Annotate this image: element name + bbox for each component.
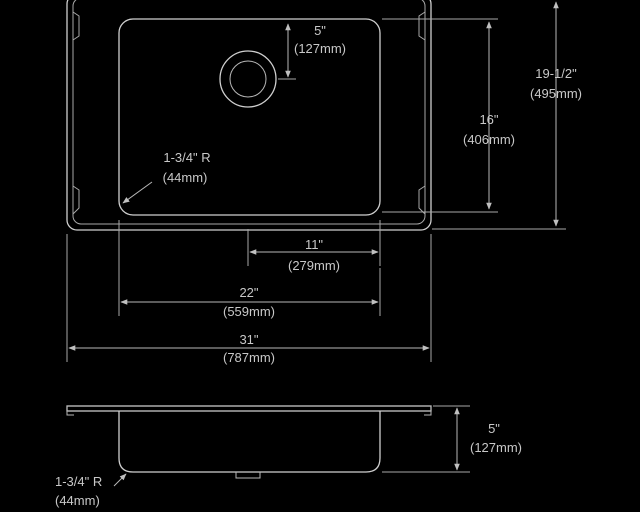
sink-rim-inner-edge [72, 0, 426, 225]
corner-radius-metric: (44mm) [163, 170, 208, 185]
rim-corner-detail-left [72, 185, 80, 215]
drain-center-imperial: 11" [305, 237, 323, 252]
flange-lip-right [424, 406, 432, 416]
drain-outer [219, 50, 277, 108]
drain-offset-metric: (127mm) [294, 41, 346, 56]
drain-offset-imperial: 5" [314, 23, 326, 38]
overall-depth-metric: (495mm) [530, 86, 582, 101]
overall-depth-imperial: 19-1/2" [535, 66, 577, 81]
drain-inner [229, 60, 267, 98]
side-corner-radius-leader [113, 473, 127, 487]
sink-bowl [118, 18, 381, 216]
rim-corner-detail-left-top [72, 11, 80, 41]
bowl-width-metric: (559mm) [223, 304, 275, 319]
flange-lip-left [66, 406, 74, 416]
overall-width-metric: (787mm) [223, 350, 275, 365]
drain [219, 50, 277, 108]
sink-outer-rim [66, 0, 432, 231]
sink-bowl-profile [118, 411, 381, 473]
drain-center-metric: (279mm) [288, 258, 340, 273]
corner-radius-imperial: 1-3/4" R [163, 150, 210, 165]
bowl-depth-metric: (406mm) [463, 132, 515, 147]
overall-width-imperial: 31" [239, 332, 258, 347]
rim-corner-detail-right [418, 185, 426, 215]
top-view: 5" (127mm) 16" (406mm) 19-1/2" (495mm) 1… [66, 0, 582, 365]
drain-stub [235, 472, 261, 479]
side-depth-metric: (127mm) [470, 440, 522, 455]
side-view: 5" (127mm) 1-3/4" R (44mm) [55, 405, 522, 508]
corner-radius-leader [122, 181, 153, 204]
bowl-width-imperial: 22" [239, 285, 258, 300]
bowl-depth-imperial: 16" [479, 112, 498, 127]
side-depth-imperial: 5" [488, 421, 500, 436]
rim-corner-detail-right-top [418, 11, 426, 41]
sink-flange [66, 405, 432, 412]
side-corner-radius-imperial: 1-3/4" R [55, 474, 102, 489]
side-corner-radius-metric: (44mm) [55, 493, 100, 508]
